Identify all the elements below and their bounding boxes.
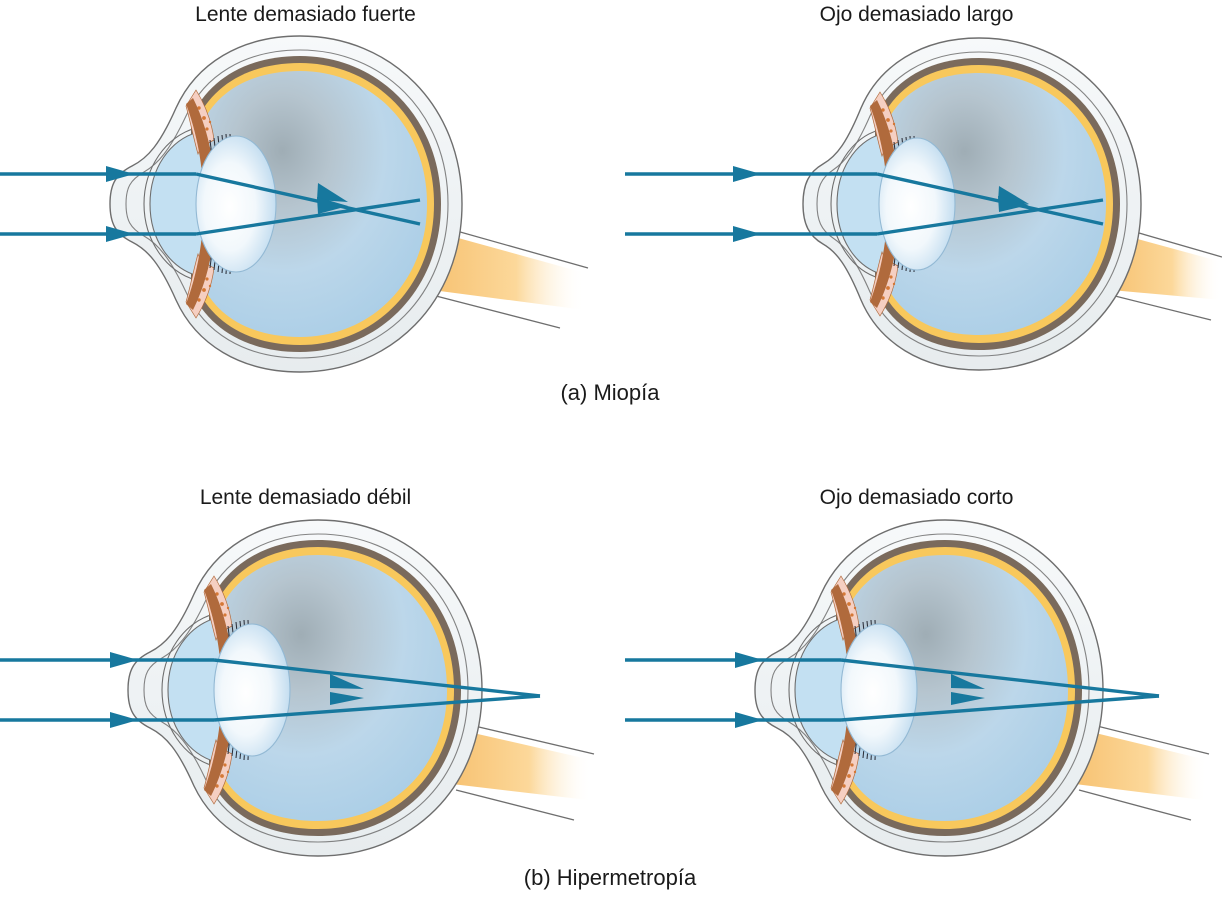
optic-nerve xyxy=(1075,723,1210,821)
lens xyxy=(213,623,291,757)
optic-nerve xyxy=(452,723,595,821)
vitreous-humor xyxy=(201,71,427,337)
light-ray xyxy=(876,172,1104,226)
caption-lens-too-strong: Lente demasiado fuerte xyxy=(195,3,416,26)
eye-svg-top-left xyxy=(0,35,589,373)
optic-nerve xyxy=(1111,228,1222,321)
light-ray xyxy=(876,198,1104,236)
light-ray xyxy=(195,172,421,226)
caption-lens-too-weak: Lente demasiado débil xyxy=(199,486,412,509)
iris xyxy=(831,584,858,796)
caption-eye-too-long: Ojo demasiado largo xyxy=(819,3,1014,26)
ray-arrowheads xyxy=(106,166,348,242)
light-rays xyxy=(0,172,421,236)
ray-arrowheads xyxy=(735,652,985,728)
light-ray xyxy=(213,694,541,722)
light-ray xyxy=(840,694,1160,722)
ray-arrowheads xyxy=(110,652,364,728)
vitreous-humor xyxy=(885,73,1106,335)
eye-diagram-lens-too-strong xyxy=(0,28,611,380)
figure-label-a: (a) Miopía xyxy=(560,380,660,405)
iris xyxy=(186,98,213,310)
eye-diagram-lens-too-weak xyxy=(0,508,611,860)
eye-svg-top-right xyxy=(625,37,1222,371)
light-ray xyxy=(840,658,1160,698)
eye-diagram-eye-too-short xyxy=(611,508,1222,860)
ray-arrowheads xyxy=(733,166,1029,242)
lens xyxy=(878,137,956,271)
light-rays xyxy=(625,658,1160,722)
light-ray xyxy=(195,198,421,236)
lens xyxy=(840,623,918,757)
light-rays xyxy=(0,658,541,722)
lens xyxy=(195,135,277,273)
eye-diagram-eye-too-long xyxy=(611,28,1222,380)
eye-svg-bottom-left xyxy=(0,519,595,857)
eyeball xyxy=(802,37,1142,371)
figure-label-b: (b) Hipermetropía xyxy=(523,865,697,890)
iris xyxy=(204,584,231,796)
caption-eye-too-short: Ojo demasiado corto xyxy=(819,486,1014,509)
optic-nerve xyxy=(432,227,589,329)
eye-svg-bottom-right xyxy=(625,519,1210,857)
light-ray xyxy=(213,658,541,698)
